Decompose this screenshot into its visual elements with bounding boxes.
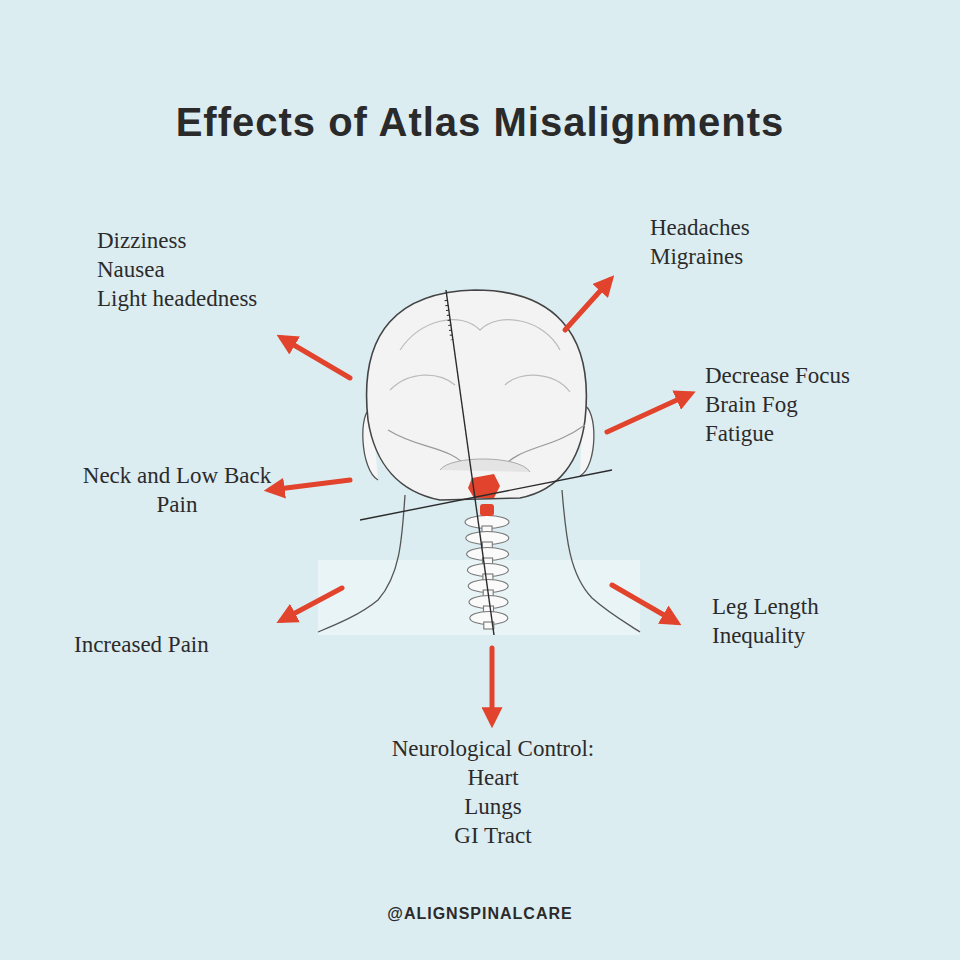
effect-label: Dizziness	[97, 226, 186, 255]
effect-label: Migraines	[650, 242, 743, 271]
watermark: @ALIGNSPINALCARE	[387, 899, 572, 928]
effect-label: Fatigue	[705, 419, 774, 448]
effect-label: Leg Length Inequality	[712, 592, 852, 650]
effect-label: Increased Pain	[74, 630, 209, 659]
effect-label: Light headedness	[97, 284, 257, 313]
effect-label: Heart	[467, 763, 518, 792]
effect-label: Headaches	[650, 213, 750, 242]
effect-label: Decrease Focus	[705, 361, 850, 390]
effect-label: Nausea	[97, 255, 165, 284]
effect-label: Neck and Low Back Pain	[82, 461, 272, 519]
effect-label: Neurological Control:	[392, 734, 595, 763]
effect-label: GI Tract	[454, 821, 531, 850]
effect-label: Brain Fog	[705, 390, 798, 419]
title: Effects of Atlas Misalignments	[0, 100, 960, 145]
effect-label: Lungs	[464, 792, 522, 821]
